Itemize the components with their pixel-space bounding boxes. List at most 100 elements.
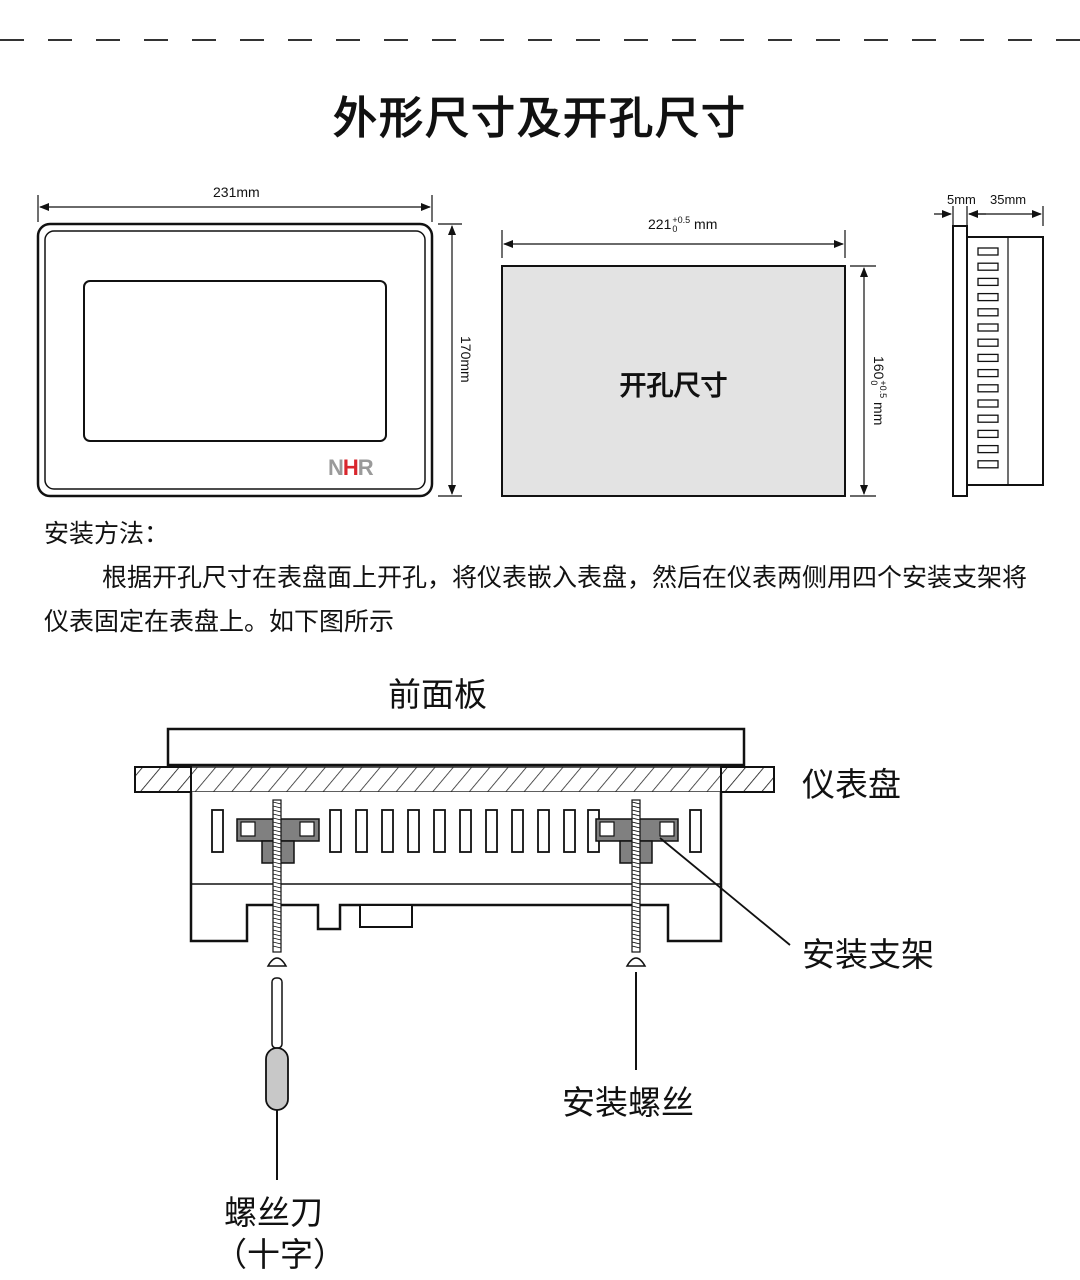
screw-thread [272,861,282,865]
panel-hatch-middle [190,766,722,793]
screw-thread [272,833,282,837]
install-slot [433,809,446,853]
brand-logo: NHR [328,455,374,481]
side-vent-slots [977,247,999,469]
install-diagram [134,727,791,1180]
screw-head [625,957,647,967]
front-panel-label: 前面板 [388,675,487,714]
install-paragraph: 根据开孔尺寸在表盘面上开孔，将仪表嵌入表盘，然后在仪表两侧用四个安装支架将仪表固… [44,563,1028,636]
screw-thread [272,937,282,941]
screw-thread [631,885,641,889]
screw-thread [631,877,641,881]
front-width-label: 231mm [213,184,260,200]
front-bezel-outer [36,222,434,498]
install-slot [689,809,702,853]
screw-thread [631,945,641,949]
screw-thread [631,937,641,941]
screw-thread [631,941,641,945]
screw-thread [272,945,282,949]
install-slot [485,809,498,853]
screw-thread [272,821,282,825]
side-slot [977,460,999,469]
install-heading: 安装方法： [44,519,170,548]
screw-thread [272,845,282,849]
screwdriver [265,977,289,1180]
screw-thread [272,897,282,901]
screw-thread [631,865,641,869]
page-title: 外形尺寸及开孔尺寸 [333,93,747,144]
screw-thread [631,821,641,825]
front-panel-shape [166,727,746,767]
screw-thread [272,853,282,857]
screw-thread [272,837,282,841]
screw-thread [631,881,641,885]
screw-thread [631,873,641,877]
screw-thread [631,833,641,837]
cutout-label: 开孔尺寸 [619,371,728,402]
screw-thread [272,941,282,945]
side-slot [977,353,999,363]
screw-thread [631,893,641,897]
side-slot [977,292,999,302]
screw-thread [272,829,282,833]
side-slot [977,368,999,378]
screw-thread [631,905,641,909]
logo-n: N [328,455,344,480]
screw-thread [272,841,282,845]
screw-thread [631,825,641,829]
install-slot [407,809,420,853]
side-view [934,206,1044,497]
screw-thread [631,909,641,913]
screw-thread [631,817,641,821]
screw-thread [631,857,641,861]
front-bezel-inner [44,230,426,490]
screw-thread [272,825,282,829]
panel-hatch-left [134,766,192,793]
screw-thread [631,809,641,813]
screw-thread [631,925,641,929]
screw-thread [272,813,282,817]
screw-thread [631,921,641,925]
side-slot [977,262,999,271]
install-slot [537,809,550,853]
screw-thread [631,845,641,849]
screw-thread [272,929,282,933]
front-height-label: 170mm [458,336,474,383]
side-bezel-label: 5mm [947,192,976,207]
side-slot [977,323,999,332]
side-slot [977,414,999,423]
side-slot [977,384,999,393]
instrument-body [189,792,723,943]
screw-right [625,799,647,967]
screw-thread [631,901,641,905]
screwdriver-type-label: （十字） [214,1235,346,1274]
screw-thread [272,925,282,929]
screw-label: 安装螺丝 [562,1083,694,1122]
install-slot [459,809,472,853]
screw-thread [631,801,641,805]
meter-panel-label: 仪表盘 [802,765,901,804]
screw-thread [272,877,282,881]
screwdriver-label: 螺丝刀 [224,1193,323,1232]
screw-thread [272,889,282,893]
screw-thread [272,933,282,937]
screw-thread [631,889,641,893]
screw-thread [631,829,641,833]
screw-thread [631,813,641,817]
panel-hatch-right [720,766,775,793]
screw-thread [272,909,282,913]
screw-thread [631,929,641,933]
screw-thread [272,901,282,905]
screw-left [266,799,288,967]
bracket-leader [659,837,791,946]
screw-thread [272,801,282,805]
screw-thread [631,917,641,921]
bracket-label: 安装支架 [802,935,934,974]
screw-thread [631,913,641,917]
